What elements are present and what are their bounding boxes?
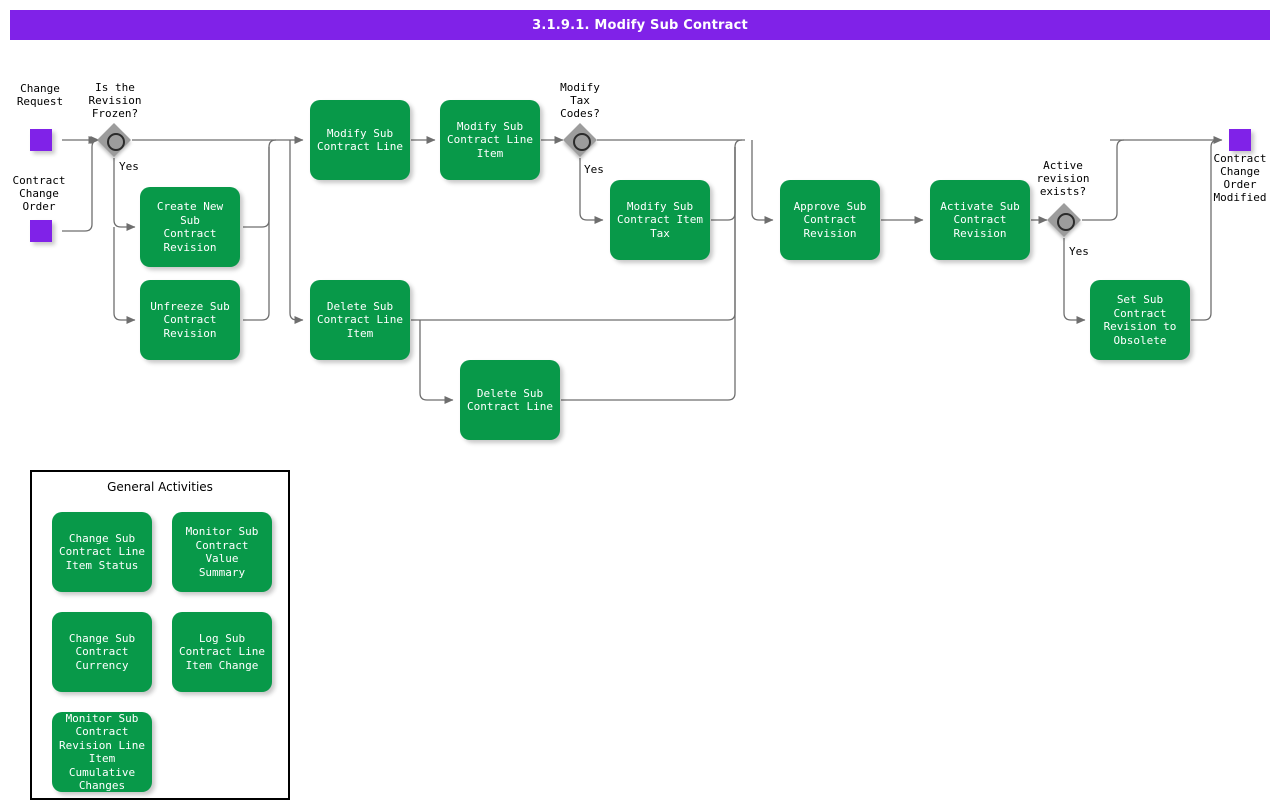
- gateway-is-revision-frozen-branch-label: Yes: [119, 160, 139, 173]
- start-event-change-request-label: Change Request: [16, 82, 64, 108]
- task-create-new-sub-contract-revision[interactable]: Create New Sub Contract Revision: [140, 187, 240, 267]
- start-event-contract-change-order[interactable]: [30, 220, 52, 242]
- task-set-sub-contract-revision-to-obsolete[interactable]: Set Sub Contract Revision to Obsolete: [1090, 280, 1190, 360]
- end-event-contract-change-order-modified[interactable]: [1229, 129, 1251, 151]
- start-event-change-request[interactable]: [30, 129, 52, 151]
- task-modify-sub-contract-item-tax[interactable]: Modify Sub Contract Item Tax: [610, 180, 710, 260]
- page-title-bar: 3.1.9.1. Modify Sub Contract: [10, 10, 1270, 40]
- gateway-circle-icon: [573, 133, 591, 151]
- end-event-contract-change-order-modified-label: Contract Change Order Modified: [1213, 152, 1267, 204]
- task-approve-sub-contract-revision[interactable]: Approve Sub Contract Revision: [780, 180, 880, 260]
- gateway-circle-icon: [107, 133, 125, 151]
- page-title: 3.1.9.1. Modify Sub Contract: [532, 17, 748, 33]
- gateway-is-revision-frozen-label: Is the Revision Frozen?: [88, 81, 142, 120]
- task-modify-sub-contract-line[interactable]: Modify Sub Contract Line: [310, 100, 410, 180]
- legend-item-change-sub-contract-line-item-status[interactable]: Change Sub Contract Line Item Status: [52, 512, 152, 592]
- gateway-active-revision-exists[interactable]: [1047, 203, 1081, 237]
- gateway-modify-tax-codes-branch-label: Yes: [584, 163, 604, 176]
- legend-caption: General Activities: [107, 480, 213, 494]
- gateway-modify-tax-codes[interactable]: [563, 123, 597, 157]
- gateway-active-revision-exists-branch-label: Yes: [1069, 245, 1089, 258]
- task-modify-sub-contract-line-item[interactable]: Modify Sub Contract Line Item: [440, 100, 540, 180]
- task-delete-sub-contract-line-item[interactable]: Delete Sub Contract Line Item: [310, 280, 410, 360]
- task-unfreeze-sub-contract-revision[interactable]: Unfreeze Sub Contract Revision: [140, 280, 240, 360]
- legend-item-monitor-sub-contract-value-summary[interactable]: Monitor Sub Contract Value Summary: [172, 512, 272, 592]
- task-activate-sub-contract-revision[interactable]: Activate Sub Contract Revision: [930, 180, 1030, 260]
- legend-item-log-sub-contract-line-item-change[interactable]: Log Sub Contract Line Item Change: [172, 612, 272, 692]
- legend-item-monitor-sub-contract-revision-line-item-cumulative-changes[interactable]: Monitor Sub Contract Revision Line Item …: [52, 712, 152, 792]
- legend-item-change-sub-contract-currency[interactable]: Change Sub Contract Currency: [52, 612, 152, 692]
- gateway-circle-icon: [1057, 213, 1075, 231]
- gateway-active-revision-exists-label: Active revision exists?: [1036, 159, 1090, 198]
- task-delete-sub-contract-line[interactable]: Delete Sub Contract Line: [460, 360, 560, 440]
- gateway-is-revision-frozen[interactable]: [97, 123, 131, 157]
- start-event-contract-change-order-label: Contract Change Order: [12, 174, 66, 213]
- legend-general-activities: General Activities Change Sub Contract L…: [30, 470, 290, 800]
- gateway-modify-tax-codes-label: Modify Tax Codes?: [560, 81, 600, 120]
